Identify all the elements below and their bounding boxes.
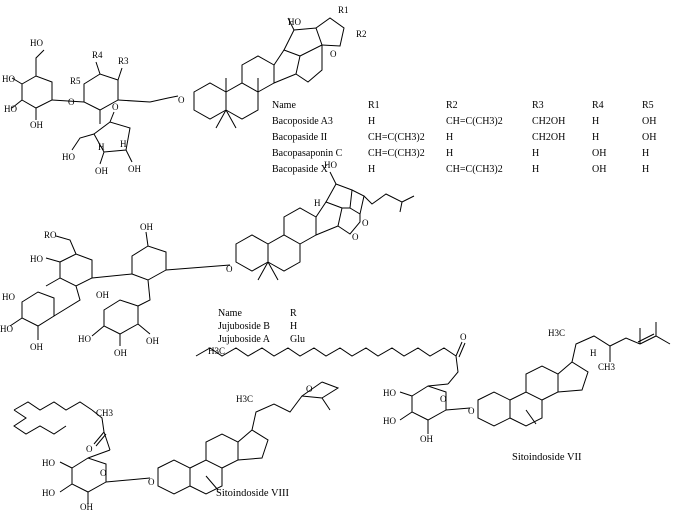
atom-r3: R3 bbox=[118, 56, 129, 66]
atom-oh1: HO bbox=[30, 38, 43, 48]
table-cell: CH=C(CH3)2 bbox=[368, 148, 425, 159]
atom-s7-h3c: H3C bbox=[208, 346, 225, 356]
atom-jj-oh-b: OH bbox=[30, 342, 43, 352]
table-header-cell: Name bbox=[272, 100, 296, 111]
atom-s7-ch3: CH3 bbox=[598, 362, 616, 372]
atom-jj-ho-i: HO bbox=[78, 334, 91, 344]
atom-jj-oh-a: OH bbox=[140, 222, 153, 232]
table-cell: H bbox=[532, 164, 539, 175]
atom-h1: H bbox=[98, 142, 105, 152]
table-cell: H bbox=[642, 148, 649, 159]
table-cell: H bbox=[642, 164, 649, 175]
table-cell: H bbox=[532, 148, 539, 159]
atom-s7-o-ester: O bbox=[460, 332, 467, 342]
table-cell: H bbox=[446, 132, 453, 143]
jujuboside-table: Name R Jujuboside B H Jujuboside A Glu bbox=[218, 308, 305, 345]
atom-jj-oh-h: OH bbox=[96, 290, 109, 300]
table-cell: Bacopaside II bbox=[272, 132, 327, 143]
atom-s7-o-ring: O bbox=[440, 394, 447, 404]
sitoindoside-vii-caption: Sitoindoside VII bbox=[512, 452, 582, 463]
atom-oh4: OH bbox=[95, 166, 108, 176]
table-header-cell: R bbox=[290, 308, 297, 319]
table-header-cell: R3 bbox=[532, 100, 544, 111]
jujuboside-structure: HO RO HO OH O O O H HO HO OH HO OH OH OH bbox=[0, 160, 415, 358]
atom-jj-ho-g: HO bbox=[0, 324, 13, 334]
atom-jj-ho: HO bbox=[324, 160, 337, 170]
sitoindoside-viii-caption: Sitoindoside VIII bbox=[216, 488, 290, 499]
atom-r1: R1 bbox=[338, 5, 349, 15]
table-cell: H bbox=[592, 132, 599, 143]
table-header-cell: R1 bbox=[368, 100, 380, 111]
atom-s8-ch3: CH3 bbox=[96, 408, 114, 418]
table-cell: Jujuboside B bbox=[218, 321, 270, 332]
atom-s8-ho1: HO bbox=[42, 458, 55, 468]
table-header-cell: R2 bbox=[446, 100, 458, 111]
atom-jj-o-ring: O bbox=[352, 232, 359, 242]
atom-oh3-left: HO bbox=[4, 104, 17, 114]
table-header-cell: R5 bbox=[642, 100, 654, 111]
atom-s7-oh: OH bbox=[420, 434, 433, 444]
table-cell: CH2OH bbox=[532, 132, 565, 143]
atom-s8-o-link: O bbox=[148, 477, 155, 487]
atom-s8-oh: OH bbox=[80, 502, 93, 512]
atom-r5: R5 bbox=[70, 76, 81, 86]
sitoindoside-vii-structure: H3C O O O HO HO OH H3C CH3 H Sitoindosid… bbox=[195, 322, 671, 463]
atom-jj-ho-c: HO bbox=[30, 254, 43, 264]
table-cell: CH2OH bbox=[532, 116, 565, 127]
atom-s7-ho1: HO bbox=[383, 388, 396, 398]
atom-jj-ho-d: HO bbox=[2, 292, 15, 302]
atom-s8-ho2: HO bbox=[42, 488, 55, 498]
table-header-cell: Name bbox=[218, 308, 242, 319]
table-cell: Bacoposide A3 bbox=[272, 116, 333, 127]
table-cell: Jujuboside A bbox=[218, 334, 271, 345]
table-cell: H bbox=[368, 116, 375, 127]
atom-s7-h3c2: H3C bbox=[548, 328, 565, 338]
table-header-cell: R4 bbox=[592, 100, 604, 111]
bacopaside-structure: HO R1 R2 O O HO HO HO OH O R4 R3 R5 O H … bbox=[2, 5, 367, 176]
table-cell: Glu bbox=[290, 334, 305, 345]
atom-oh6: OH bbox=[128, 164, 141, 174]
atom-s8-o-ring: O bbox=[100, 468, 107, 478]
table-cell: H bbox=[290, 321, 297, 332]
atom-jj-o2: O bbox=[362, 218, 369, 228]
atom-o-ara: O bbox=[112, 102, 119, 112]
atom-jj-oh-e: OH bbox=[114, 348, 127, 358]
atom-s8-h3c: H3C bbox=[236, 394, 253, 404]
atom-jj-h: H bbox=[314, 198, 321, 208]
atom-h2: H bbox=[120, 139, 127, 149]
atom-s7-ho2: HO bbox=[383, 416, 396, 426]
atom-s8-o-epoxide: O bbox=[306, 384, 313, 394]
atom-oh3: OH bbox=[30, 120, 43, 130]
atom-s7-h: H bbox=[590, 348, 597, 358]
atom-s7-o: O bbox=[468, 406, 475, 416]
atom-o-ring: O bbox=[330, 49, 337, 59]
atom-o-link: O bbox=[178, 95, 185, 105]
atom-o-sugar: O bbox=[68, 97, 75, 107]
table-cell: H bbox=[592, 116, 599, 127]
table-cell: OH bbox=[642, 116, 656, 127]
table-cell: OH bbox=[592, 164, 606, 175]
table-cell: CH=C(CH3)2 bbox=[368, 132, 425, 143]
sitoindoside-viii-structure: CH3 O O O HO HO OH H3C O Sitoindoside VI… bbox=[13, 381, 340, 512]
atom-oh2: HO bbox=[2, 74, 15, 84]
table-cell: CH=C(CH3)2 bbox=[446, 116, 503, 127]
table-cell: CH=C(CH3)2 bbox=[446, 164, 503, 175]
atom-jj-ro: RO bbox=[44, 230, 57, 240]
table-cell: Bacopasaponin C bbox=[272, 148, 343, 159]
atom-ho-top: HO bbox=[288, 17, 301, 27]
atom-r4: R4 bbox=[92, 50, 103, 60]
table-cell: OH bbox=[642, 132, 656, 143]
atom-jj-oh-f: OH bbox=[146, 336, 159, 346]
atom-s8-o-carbonyl: O bbox=[86, 444, 93, 454]
table-cell: H bbox=[446, 148, 453, 159]
atom-jj-o1: O bbox=[226, 264, 233, 274]
atom-oh5: HO bbox=[62, 152, 75, 162]
table-cell: OH bbox=[592, 148, 606, 159]
table-cell: Bacopaside X bbox=[272, 164, 329, 175]
atom-r2: R2 bbox=[356, 29, 367, 39]
table-cell: H bbox=[368, 164, 375, 175]
